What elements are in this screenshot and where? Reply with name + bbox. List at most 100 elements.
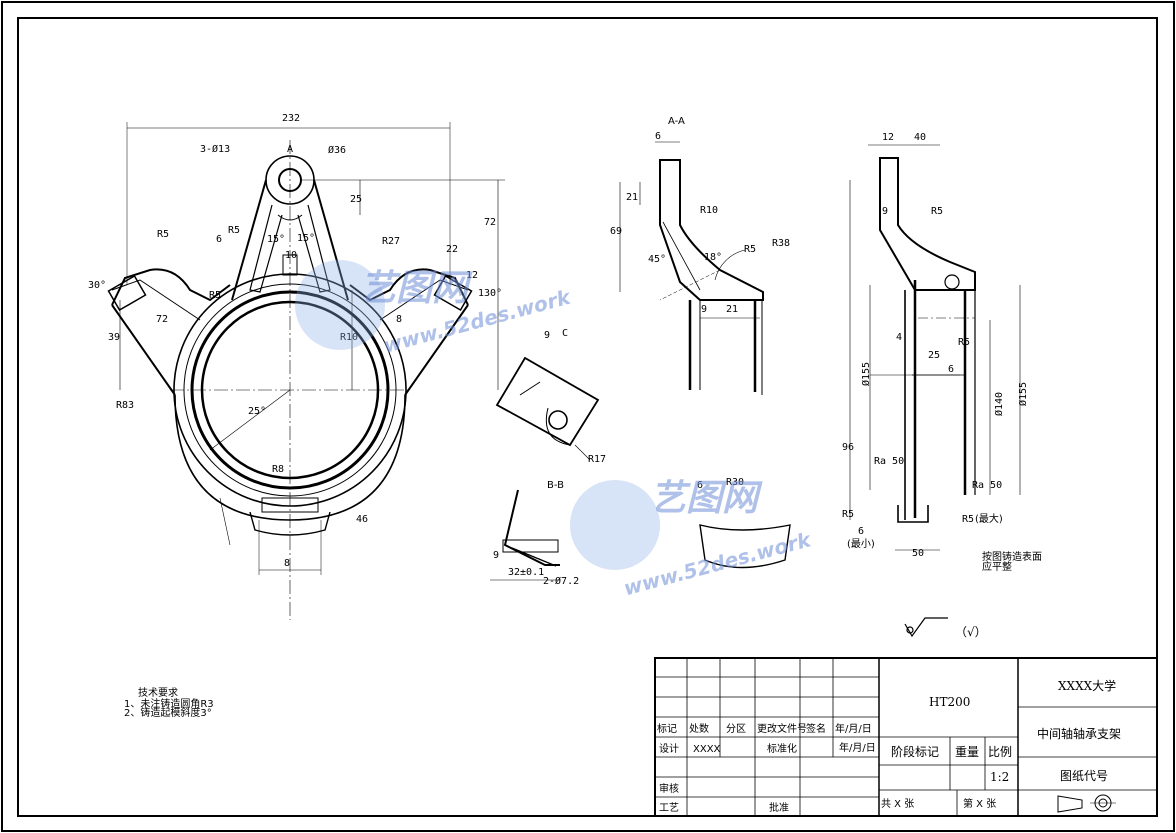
svg-text:应平整: 应平整 [982, 560, 1012, 573]
svg-text:比例: 比例 [988, 745, 1012, 759]
svg-text:8: 8 [396, 314, 402, 325]
svg-text:XXXX大学: XXXX大学 [1058, 678, 1116, 693]
tech-req-line-2: 2、铸造起模斜度3° [124, 706, 212, 719]
svg-text:图纸代号: 图纸代号 [1060, 769, 1108, 783]
svg-text:6: 6 [697, 480, 703, 491]
svg-text:年/月/日: 年/月/日 [839, 741, 876, 754]
front-view [107, 122, 505, 620]
svg-text:9: 9 [701, 304, 707, 315]
svg-text:R38: R38 [772, 238, 790, 249]
svg-text:8: 8 [284, 558, 290, 569]
svg-text:标记: 标记 [657, 723, 677, 735]
svg-text:4: 4 [896, 332, 902, 343]
svg-text:共 X 张: 共 X 张 [881, 798, 914, 810]
svg-text:R5: R5 [228, 225, 240, 236]
svg-text:Ra 50: Ra 50 [972, 480, 1002, 491]
svg-text:R10: R10 [700, 205, 718, 216]
svg-text:R27: R27 [382, 236, 400, 247]
svg-text:重量: 重量 [955, 745, 979, 759]
svg-text:1:2: 1:2 [990, 770, 1009, 784]
svg-text:32±0.1: 32±0.1 [508, 567, 544, 578]
svg-text:HT200: HT200 [929, 695, 970, 709]
svg-text:3-Ø13: 3-Ø13 [200, 143, 230, 155]
roughness-paren: （√） [955, 625, 987, 639]
svg-text:22: 22 [446, 244, 458, 255]
svg-text:(最大): (最大) [975, 512, 1003, 525]
svg-text:R17: R17 [588, 454, 606, 465]
svg-text:2-Ø7.2: 2-Ø7.2 [543, 575, 579, 587]
watermark-2: 艺图网 www.52des.work [570, 478, 815, 600]
inner-border [17, 17, 1158, 817]
svg-text:39: 39 [108, 332, 120, 343]
section-aa-view [619, 141, 764, 395]
svg-text:72: 72 [484, 217, 496, 228]
svg-text:分区: 分区 [726, 723, 746, 735]
tech-req-line-1: 1、未注铸造圆角R3 [124, 697, 214, 710]
svg-text:年/月/日: 年/月/日 [835, 722, 872, 735]
svg-text:B-B: B-B [547, 480, 564, 491]
svg-text:9: 9 [882, 206, 888, 217]
svg-text:工艺: 工艺 [659, 802, 679, 814]
svg-text:25°: 25° [248, 406, 266, 417]
svg-text:A-A: A-A [668, 116, 685, 127]
svg-text:72: 72 [156, 314, 168, 325]
svg-text:处数: 处数 [689, 722, 709, 735]
svg-text:Ø155: Ø155 [1017, 382, 1029, 406]
svg-text:30°: 30° [88, 280, 106, 291]
svg-text:9: 9 [493, 550, 499, 561]
svg-text:审核: 审核 [659, 782, 679, 795]
svg-text:15°: 15° [297, 233, 315, 244]
svg-text:R10: R10 [340, 332, 358, 343]
title-block [654, 657, 1158, 817]
svg-text:阶段标记: 阶段标记 [891, 744, 939, 759]
svg-text:25: 25 [350, 194, 362, 205]
svg-text:A: A [287, 144, 293, 155]
svg-text:6: 6 [948, 364, 954, 375]
side-view [849, 144, 1021, 551]
svg-text:(最小): (最小) [847, 538, 875, 550]
svg-text:15°: 15° [267, 234, 285, 245]
side-view-dims: 12 40 R5 9 Ø155 4 25 R5 6 Ø140 Ø155 96 R… [842, 132, 1042, 573]
svg-text:45°: 45° [648, 254, 666, 265]
svg-text:Ø36: Ø36 [328, 144, 346, 156]
svg-text:按图铸造表面: 按图铸造表面 [982, 550, 1042, 563]
svg-text:Ø140: Ø140 [993, 392, 1005, 416]
svg-text:R30: R30 [726, 477, 744, 488]
roughness-symbol [904, 617, 948, 638]
svg-text:设计: 设计 [659, 742, 679, 755]
svg-text:46: 46 [356, 514, 368, 525]
svg-text:R5: R5 [958, 337, 970, 348]
svg-text:批准: 批准 [769, 801, 789, 814]
detail-c-view [495, 356, 600, 461]
svg-text:R5: R5 [962, 514, 974, 525]
svg-text:R83: R83 [116, 400, 134, 411]
svg-text:艺图网: 艺图网 [360, 268, 473, 309]
svg-text:R8: R8 [272, 464, 284, 475]
svg-text:21: 21 [726, 304, 738, 315]
svg-text:艺图网: 艺图网 [650, 478, 763, 519]
svg-text:232: 232 [282, 113, 300, 124]
svg-text:Ra 50: Ra 50 [874, 456, 904, 467]
detail-b-view [490, 489, 791, 581]
svg-text:130°: 130° [478, 288, 502, 299]
svg-text:R5: R5 [209, 290, 221, 301]
svg-text:XXXX: XXXX [693, 744, 721, 755]
svg-text:R5: R5 [157, 229, 169, 240]
svg-text:6: 6 [655, 131, 661, 142]
svg-text:9: 9 [544, 330, 550, 341]
title-block-text: HT200 XXXX大学 中间轴轴承支架 图纸代号 比例 1:2 重量 阶段标记… [657, 678, 1121, 814]
svg-text:25: 25 [928, 350, 940, 361]
watermark-1: 艺图网 www.52des.work [295, 260, 574, 358]
section-aa-dims: A-A 6 21 69 R10 45° R38 R5 18° 9 21 [610, 116, 790, 315]
svg-text:签名: 签名 [806, 722, 826, 735]
svg-text:R5: R5 [931, 206, 943, 217]
svg-text:12: 12 [882, 132, 894, 143]
svg-text:中间轴轴承支架: 中间轴轴承支架 [1037, 726, 1121, 741]
svg-text:18°: 18° [704, 252, 722, 263]
svg-text:50: 50 [912, 548, 924, 559]
svg-text:69: 69 [610, 226, 622, 237]
svg-text:12: 12 [466, 270, 478, 281]
svg-text:第 X 张: 第 X 张 [963, 797, 996, 810]
